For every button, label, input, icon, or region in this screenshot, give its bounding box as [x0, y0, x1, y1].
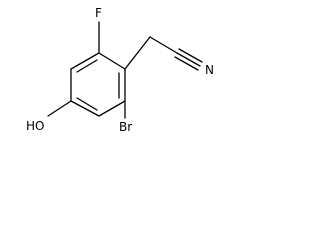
- ring-bond-bottom-left: [70, 100, 100, 117]
- ring-bond-top: [98, 52, 126, 70]
- chemical-structure-diagram: F N HO Br: [26, 6, 214, 134]
- benzene-ring: [70, 52, 126, 117]
- ring-double-bond-bottom: [76, 97, 98, 111]
- bond-ch2-cn: [149, 36, 178, 54]
- ring-double-bond-top: [76, 59, 98, 73]
- bond-c-ch2: [124, 36, 151, 70]
- ring-bond-bottom-right: [98, 100, 126, 117]
- atom-label-fluorine: F: [95, 6, 102, 20]
- ring-bond-top-left: [70, 52, 100, 70]
- atom-label-nitrogen: N: [205, 63, 214, 77]
- atom-label-bromine: Br: [119, 120, 132, 134]
- atom-label-hydroxyl: HO: [26, 119, 44, 133]
- bond-c-hydroxyl: [47, 100, 72, 117]
- triple-bond-nitrile: [174, 48, 203, 71]
